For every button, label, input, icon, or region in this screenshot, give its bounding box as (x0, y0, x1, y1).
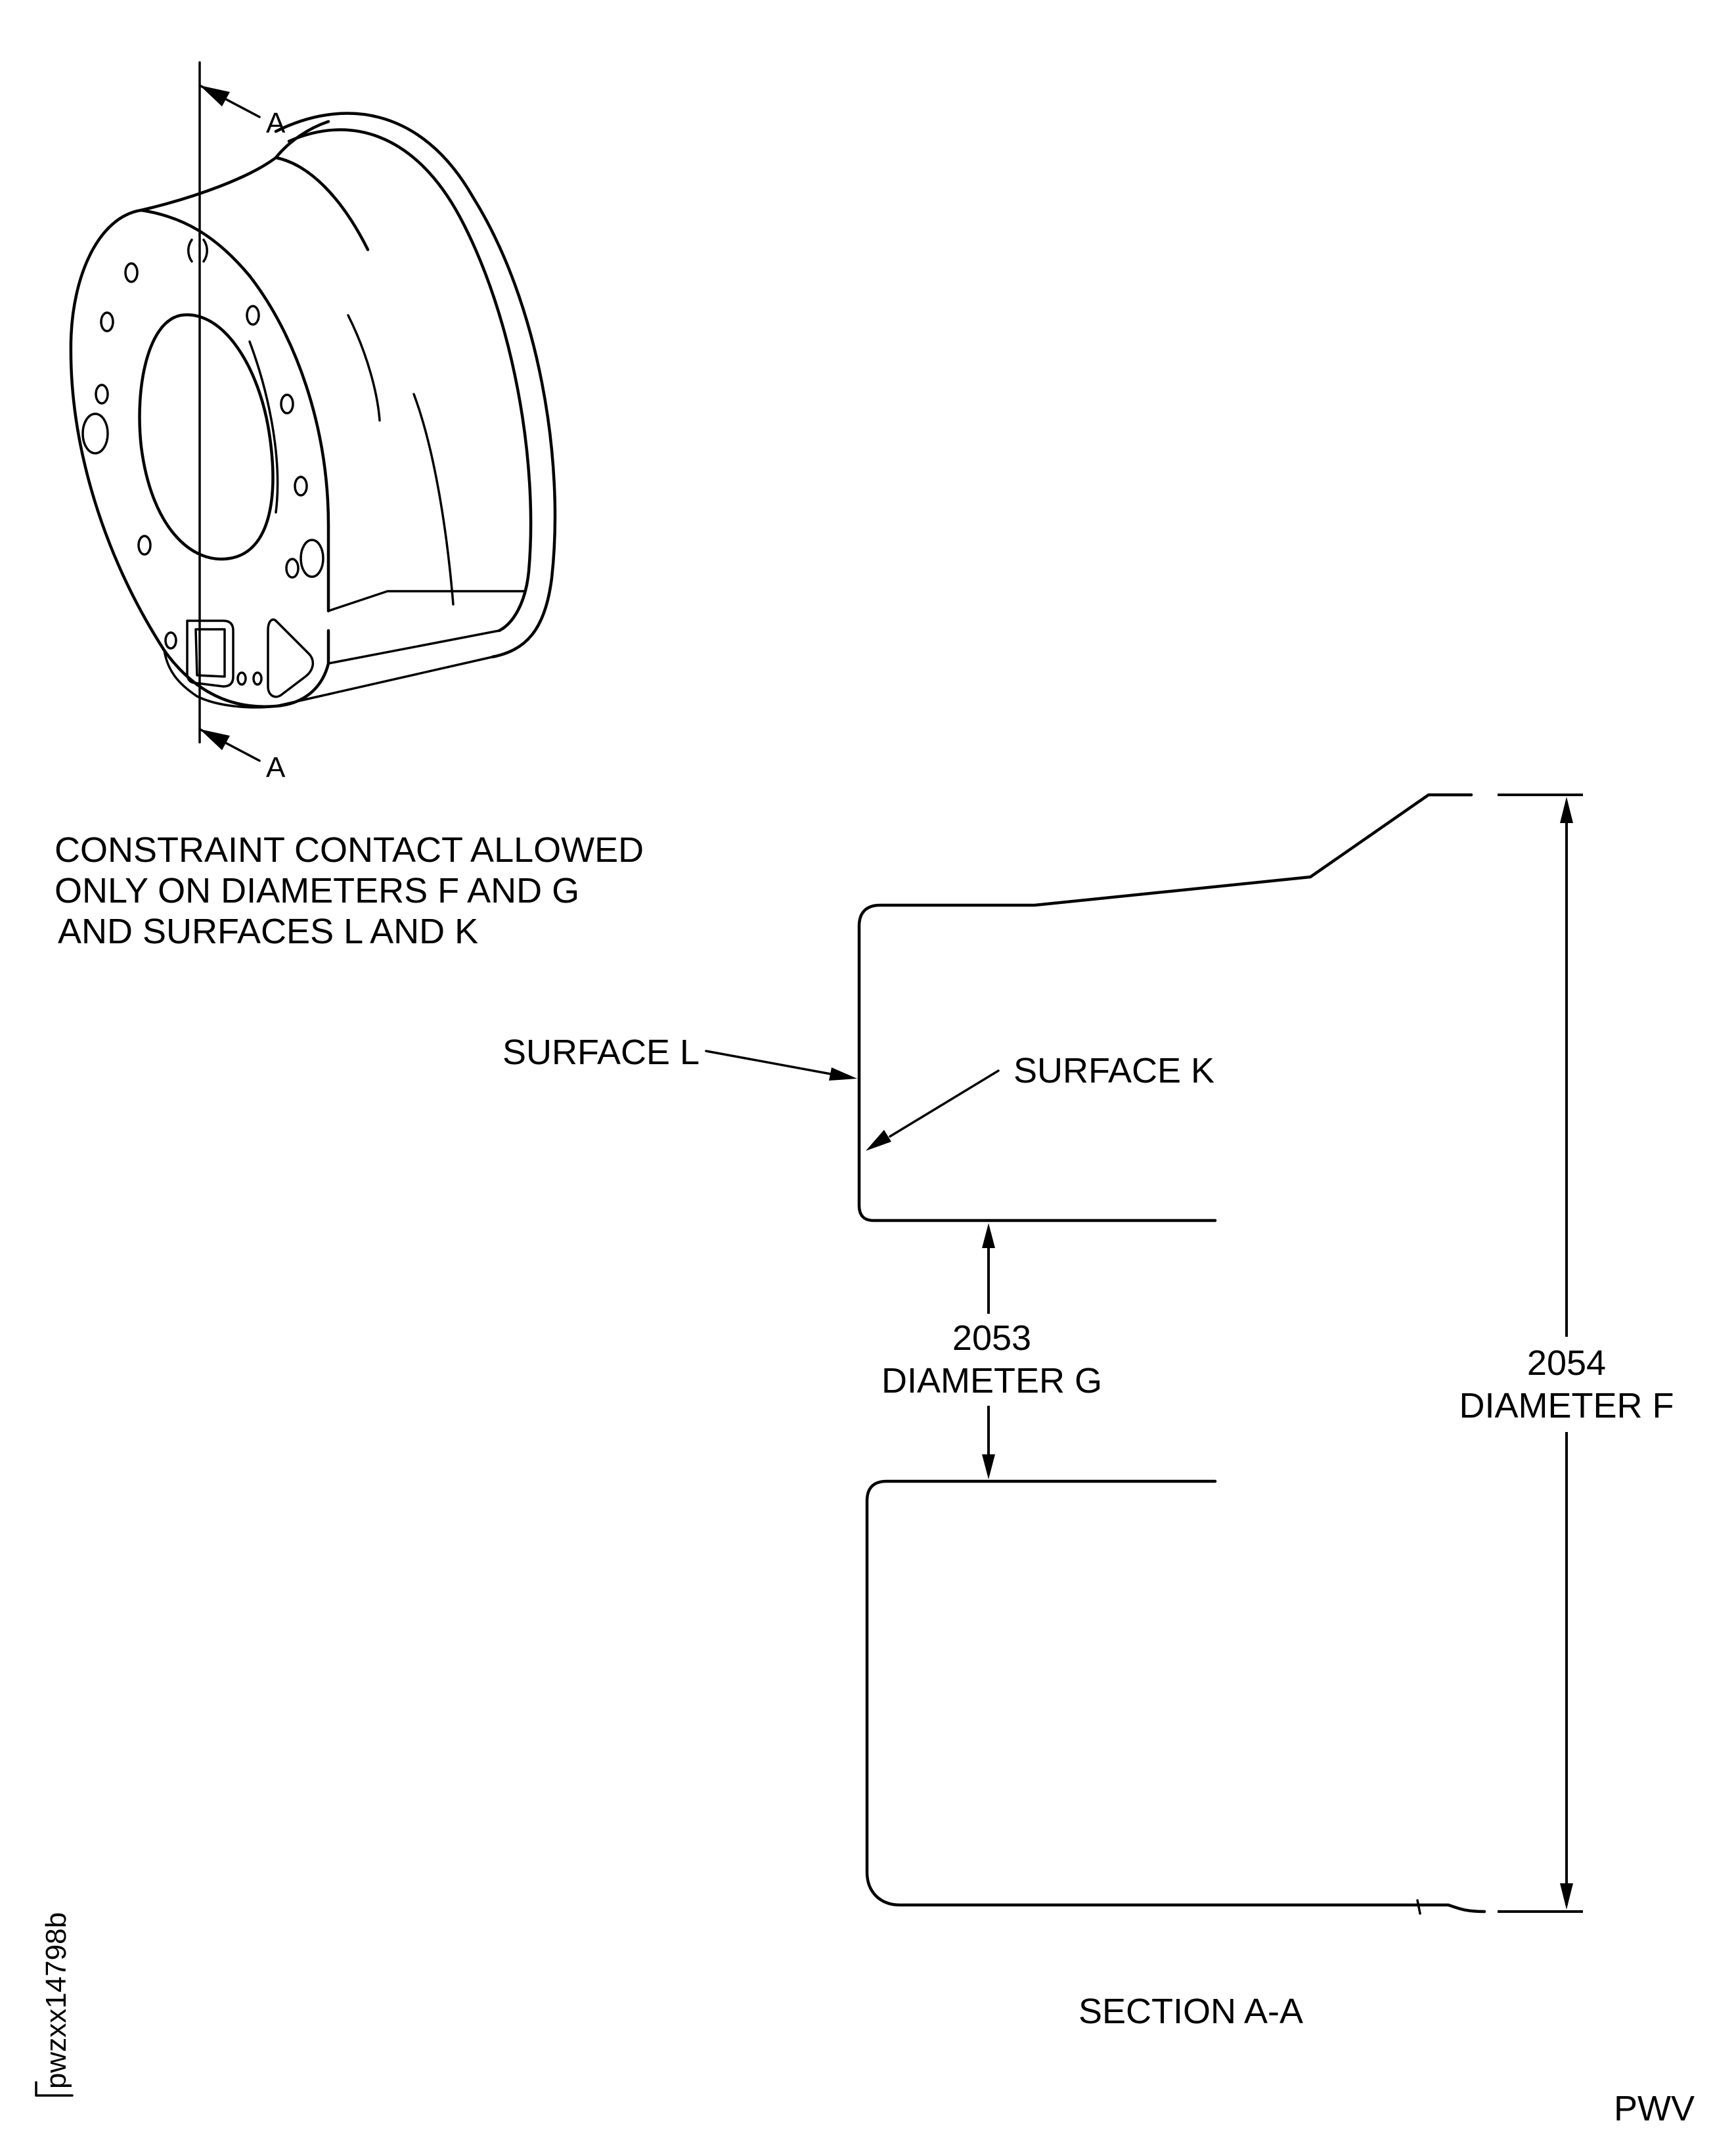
isometric-part-view: A A (69, 61, 557, 784)
section-profile: 2053 DIAMETER G 2054 DIAMETER F SURFACE … (502, 793, 1674, 2031)
dim-f-arrow-bottom (1560, 1883, 1573, 1910)
section-title: SECTION A-A (1079, 1992, 1303, 2031)
cut-arrow-top (200, 85, 230, 106)
surface-l-arrow (829, 1067, 857, 1081)
cut-label-bottom: A (266, 751, 286, 784)
footer-code: PWV (1614, 2089, 1695, 2128)
note-line-3: AND SURFACES L AND K (58, 912, 478, 951)
surface-l-label: SURFACE L (502, 1033, 700, 1072)
figure-id-group: pwzxx14798b (35, 1912, 74, 2097)
cut-label-top: A (266, 107, 286, 139)
dim-g-arrow-bottom (982, 1454, 995, 1479)
dim-g-name: DIAMETER G (881, 1361, 1102, 1400)
dim-f-name: DIAMETER F (1459, 1386, 1674, 1425)
surface-k-label: SURFACE K (1013, 1051, 1214, 1090)
cut-arrow-bottom (200, 729, 230, 750)
note-line-2: ONLY ON DIAMETERS F AND G (55, 871, 579, 910)
note-line-1: CONSTRAINT CONTACT ALLOWED (55, 830, 644, 870)
surface-k-arrow (866, 1130, 891, 1151)
dim-f-number: 2054 (1527, 1343, 1606, 1383)
dim-f-arrow-top (1560, 797, 1573, 823)
dim-g-arrow-top (982, 1223, 995, 1248)
constraint-note: CONSTRAINT CONTACT ALLOWED ONLY ON DIAME… (55, 830, 644, 951)
figure-id: pwzxx14798b (40, 1912, 72, 2089)
dim-g-number: 2053 (952, 1318, 1031, 1358)
